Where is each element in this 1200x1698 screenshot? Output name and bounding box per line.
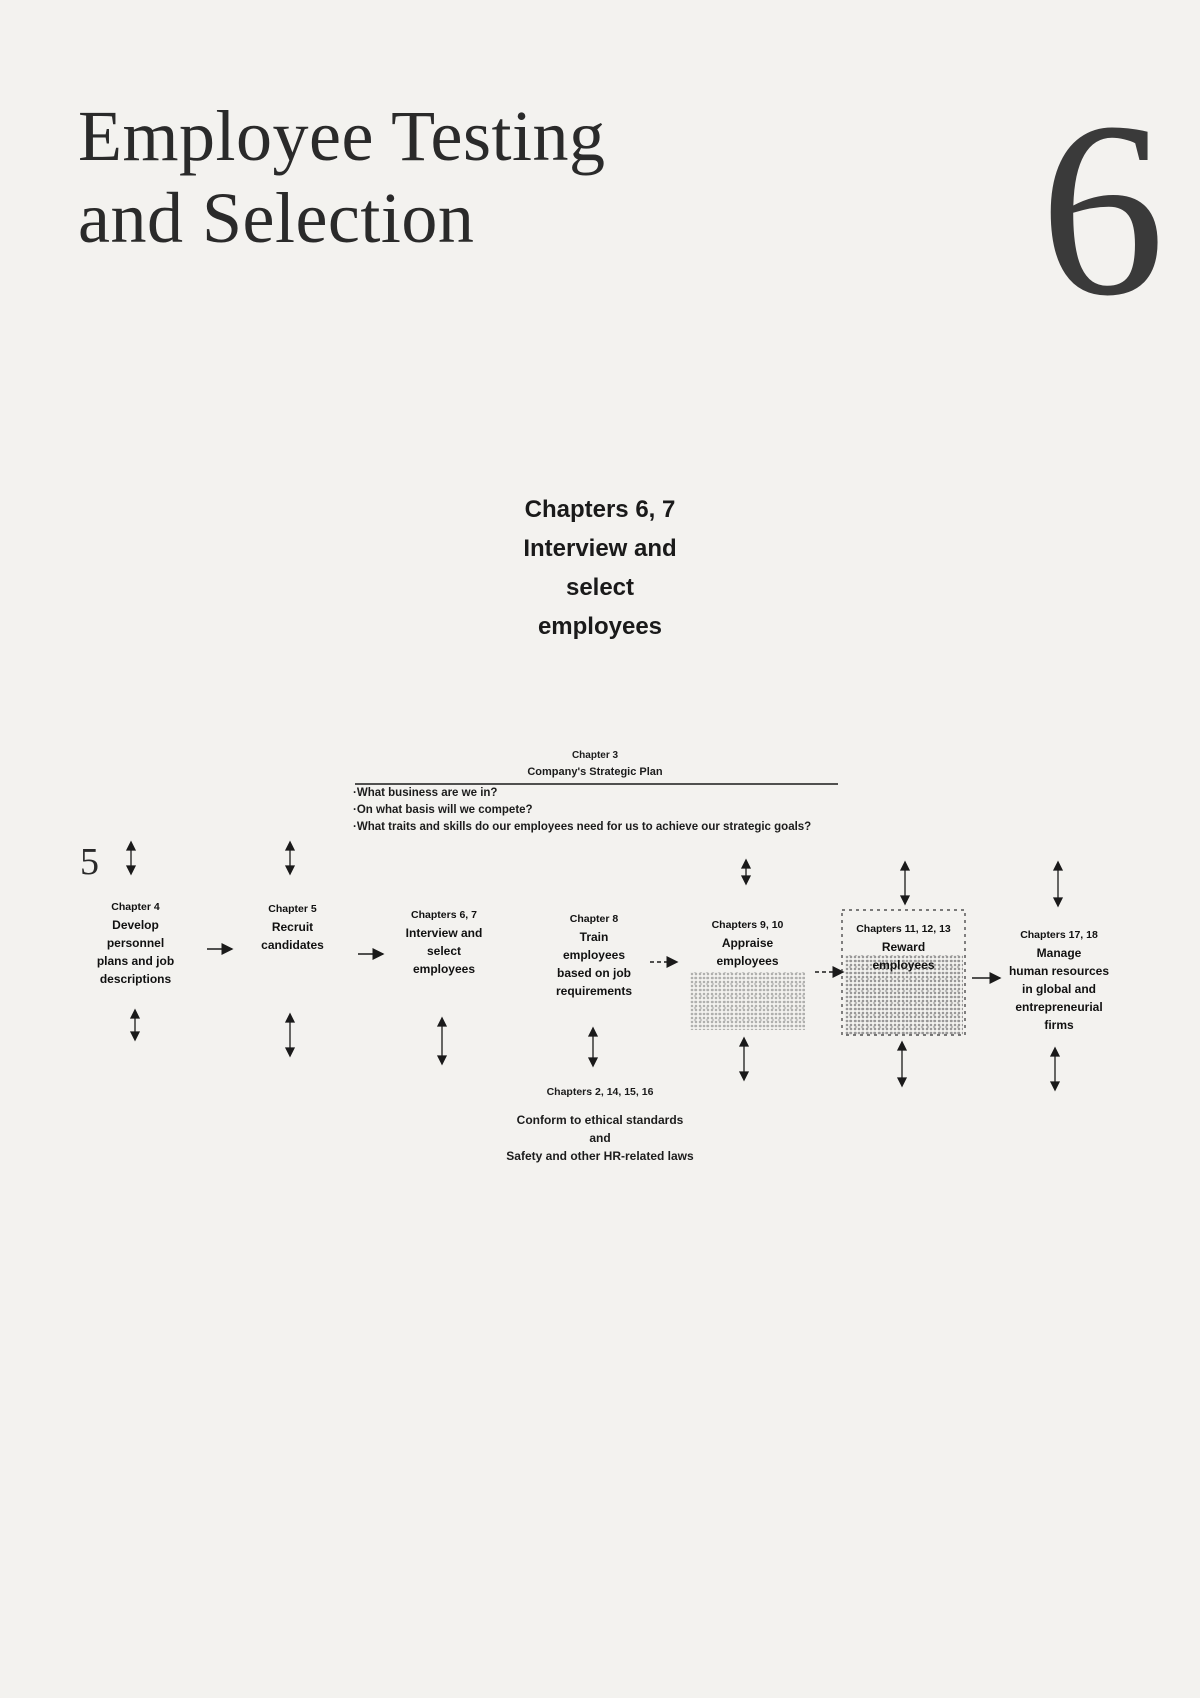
box-line: personnel [106,936,165,950]
strategy-question-1: ·What business are we in? [353,787,498,799]
vertical-arrow-top-5 [1052,860,1064,908]
box-chapter: Chapters 9, 10 [711,919,784,931]
box-line: Develop [112,918,159,932]
box-line: requirements [555,984,633,998]
box-line: descriptions [99,972,172,986]
strategy-questions: ·What business are we in? ·On what basis… [353,785,811,836]
vertical-arrow-bottom-5 [738,1036,750,1082]
process-box-train: Chapter 8 Train employees based on job r… [538,910,650,1000]
vertical-arrow-top-2 [284,840,296,876]
box-line: firms [1044,1018,1074,1032]
chapter-number: 6 [1040,71,1165,348]
vertical-arrow-top-4 [899,860,911,906]
chapter-title-line-1: Employee Testing [78,96,606,176]
box-line: Appraise [721,936,774,950]
box-line: in global and [1022,982,1096,996]
box-line: human resources [1008,964,1110,978]
reward-box-frame [841,909,966,1036]
box-chapter: Chapters 6, 7 [411,909,477,921]
box-chapter: Chapters 17, 18 [1020,929,1098,941]
chapter-title-line-2: and Selection [78,178,475,258]
box-line: employees [412,962,476,976]
vertical-arrow-bottom-3 [436,1016,448,1066]
focus-line-2: Interview and [523,535,677,562]
ethics-line-3: Safety and other HR-related laws [506,1149,694,1163]
box-line: plans and job [96,954,175,968]
process-box-appraise: Chapters 9, 10 Appraise employees [690,916,805,970]
vertical-arrow-bottom-2 [284,1012,296,1058]
process-box-plan: Chapter 4 Develop personnel plans and jo… [78,898,193,988]
focus-line-3: select [565,574,635,601]
vertical-arrow-top-3 [740,858,752,886]
box-line: employees [716,954,779,968]
process-box-global: Chapters 17, 18 Manage human resources i… [1000,926,1118,1034]
vertical-arrow-bottom-7 [1049,1046,1061,1092]
box-chapter: Chapters 11, 12, 13 [856,923,951,935]
strategy-header: Chapter 3 Company's Strategic Plan [470,748,720,780]
strategy-question-3: ·What traits and skills do our employees… [353,821,812,833]
strategy-title: Company's Strategic Plan [527,766,663,778]
margin-handwritten-mark: 5 [80,841,99,883]
box-line: Reward [881,940,926,954]
box-line: candidates [261,938,324,952]
chapter-title: Employee Testing and Selection [78,95,606,259]
box-line: Manage [1036,946,1082,960]
vertical-arrow-bottom-4 [587,1026,599,1068]
strategy-question-2: ·On what basis will we compete? [353,804,533,816]
chapter-focus-callout: Chapters 6, 7 Interview and select emplo… [470,490,730,646]
ethics-chapter: Chapters 2, 14, 15, 16 [546,1086,654,1098]
strategy-chapter: Chapter 3 [571,750,619,761]
focus-line-1: Chapters 6, 7 [524,496,676,523]
ethics-foundation: Chapters 2, 14, 15, 16 Conform to ethica… [470,1083,730,1165]
scan-shading-reward [845,955,963,1035]
process-box-reward: Chapters 11, 12, 13 Reward employees [842,920,965,974]
box-line: employees [872,958,935,972]
box-line: Train [579,930,609,944]
process-box-recruit: Chapter 5 Recruit candidates [240,900,345,954]
vertical-arrow-bottom-6 [896,1040,908,1088]
scan-shading-appraise [690,972,805,1030]
box-line: based on job [556,966,631,980]
box-line: Interview and [405,926,483,940]
ethics-line-1: Conform to ethical standards [516,1113,684,1127]
box-line: entrepreneurial [1015,1000,1103,1014]
box-chapter: Chapter 4 [111,901,160,913]
box-chapter: Chapter 8 [569,913,619,925]
vertical-arrow-top-1 [125,840,137,876]
vertical-arrow-bottom-1 [129,1008,141,1042]
box-line: employees [562,948,626,962]
focus-line-4: employees [537,613,663,640]
box-line: Recruit [271,920,314,934]
box-line: select [426,944,462,958]
ethics-line-2: and [589,1131,611,1145]
box-chapter: Chapter 5 [268,903,317,915]
process-box-select: Chapters 6, 7 Interview and select emplo… [388,906,500,978]
